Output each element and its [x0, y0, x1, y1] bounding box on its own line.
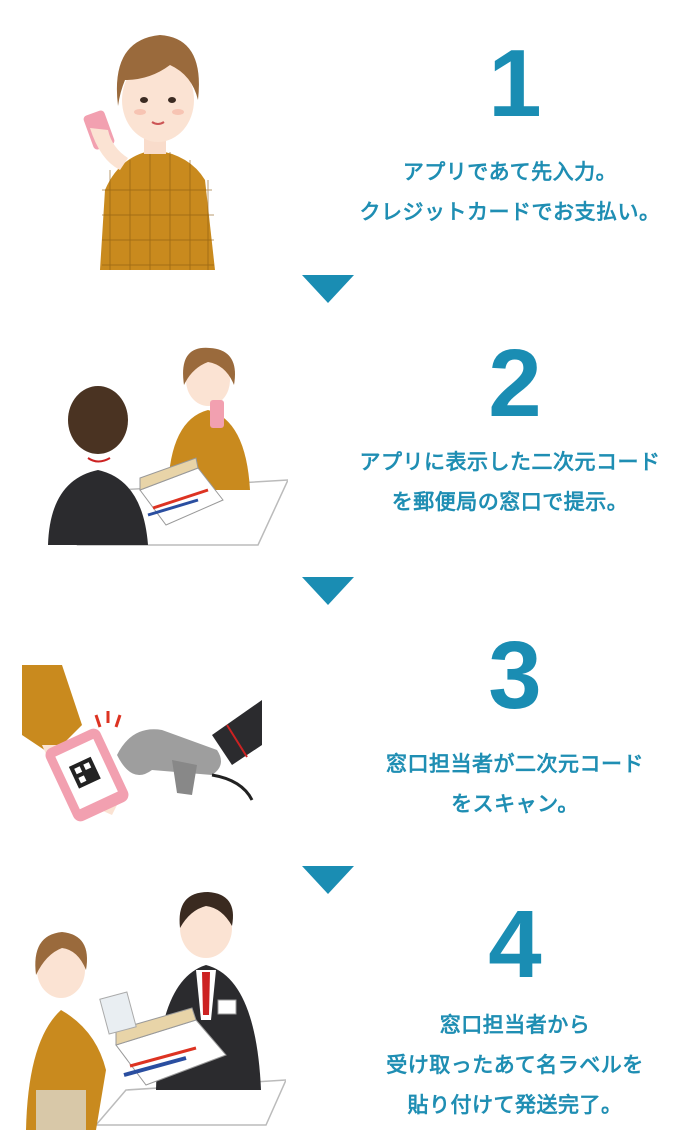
down-arrow-icon	[302, 866, 354, 894]
barcode-scan-illustration	[22, 665, 262, 822]
step-description: アプリであて先入力。 クレジットカードでお支払い。	[340, 152, 680, 232]
step-number: 2	[488, 330, 542, 437]
step-number: 3	[488, 622, 542, 729]
step-description: 窓口担当者が二次元コード をスキャン。	[350, 744, 680, 824]
step-description-line: をスキャン。	[451, 792, 579, 816]
step-description-line: 受け取ったあて名ラベルを	[386, 1053, 644, 1077]
step-description: アプリに表示した二次元コード を郵便局の窓口で提示。	[340, 442, 680, 522]
step-description-line: クレジットカードでお支払い。	[359, 200, 661, 224]
step-description-line: を郵便局の窓口で提示。	[391, 490, 629, 514]
step-4: 4 窓口担当者から 受け取ったあて名ラベルを 貼り付けて発送完了。	[0, 885, 680, 1132]
step-number: 1	[488, 30, 542, 137]
woman-with-phone-illustration	[83, 35, 215, 270]
down-arrow-icon	[302, 275, 354, 303]
step-description-line: アプリに表示した二次元コード	[359, 450, 661, 474]
step-2: 2 アプリに表示した二次元コード を郵便局の窓口で提示。	[0, 320, 680, 560]
down-arrow-icon	[302, 577, 354, 605]
step-3: 3 窓口担当者が二次元コード をスキャン。	[0, 620, 680, 840]
step-description: 窓口担当者から 受け取ったあて名ラベルを 貼り付けて発送完了。	[350, 1005, 680, 1125]
step-description-line: 窓口担当者が二次元コード	[386, 752, 644, 776]
step-description-line: 窓口担当者から	[439, 1013, 591, 1037]
step-1: 1 アプリであて先入力。 クレジットカードでお支払い。	[0, 0, 680, 270]
step-description-line: 貼り付けて発送完了。	[407, 1093, 623, 1117]
step-description-line: アプリであて先入力。	[402, 160, 618, 184]
counter-presentation-illustration	[48, 347, 288, 546]
label-handover-illustration	[26, 892, 286, 1130]
step-number: 4	[488, 891, 542, 998]
